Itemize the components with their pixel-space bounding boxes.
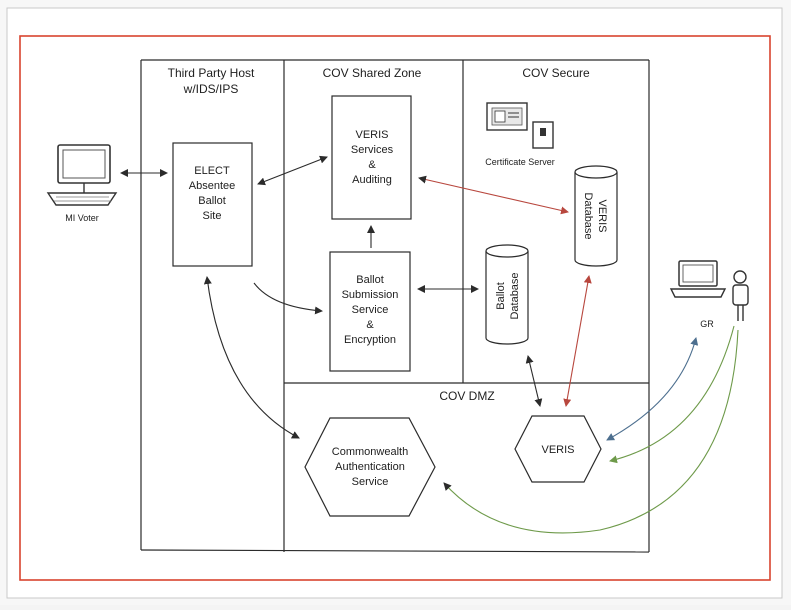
arrow-gr-veris-green [609,325,735,464]
veris-hexagon-label: VERIS [541,444,574,456]
certificate-server-label: Certificate Server [485,157,555,167]
arrow-gr-veris [606,337,699,441]
person-icon [732,270,749,321]
ballot-database-label-line-1: Ballot [495,282,507,310]
veris-database-label-line-1: VERIS [596,199,608,232]
veris-database-cylinder [574,165,618,267]
zone-label-shared: COV Shared Zone [323,66,422,80]
elect-label-line-4: Site [203,210,222,222]
voter-label: MI Voter [65,213,99,223]
gr-label: GR [700,319,714,329]
ballot-database-cylinder [485,244,529,345]
elect-label-line-1: ELECT [194,165,230,177]
veris-services-line-2: Services [351,144,394,156]
arrow-gr-commonwealth [443,329,739,534]
veris-database-label-line-2: Database [582,192,594,239]
commonwealth-label-line-3: Service [352,476,389,488]
commonwealth-authentication-hexagon [304,417,436,517]
computer-icon [46,144,118,206]
certificate-server-icon [486,102,554,149]
veris-services-line-1: VERIS [355,129,388,141]
zone-label-secure: COV Secure [522,66,590,80]
commonwealth-label-line-1: Commonwealth [332,446,408,458]
ballot-submission-line-2: Submission [342,289,399,301]
laptop-icon [669,260,727,298]
arrow-veris-database-veris [563,275,592,407]
arrow-elect-commonwealth [203,276,300,439]
elect-label-line-2: Absentee [189,180,235,192]
veris-services-auditing-box [331,95,412,220]
ballot-submission-service-box [329,251,411,372]
zone-label-dmz: COV DMZ [439,389,494,403]
ballot-submission-line-4: & [366,319,374,331]
ballot-submission-line-1: Ballot [356,274,384,286]
ballot-submission-line-3: Service [352,304,389,316]
zone-label-third-party-sub: w/IDS/IPS [183,82,239,96]
commonwealth-label-line-2: Authentication [335,461,405,473]
arrow-ballot-database-veris [525,355,543,407]
veris-services-line-4: Auditing [352,174,392,186]
arrow-veris-services-veris-database [418,175,569,215]
elect-label-line-3: Ballot [198,195,226,207]
ballot-submission-line-5: Encryption [344,334,396,346]
arrow-elect-veris-services [257,155,328,186]
ballot-database-label-line-2: Database [509,272,521,319]
veris-services-line-3: & [368,159,376,171]
zone-label-third-party: Third Party Host [168,66,255,80]
veris-hexagon [514,415,602,483]
elect-absentee-ballot-site-box [172,142,253,267]
